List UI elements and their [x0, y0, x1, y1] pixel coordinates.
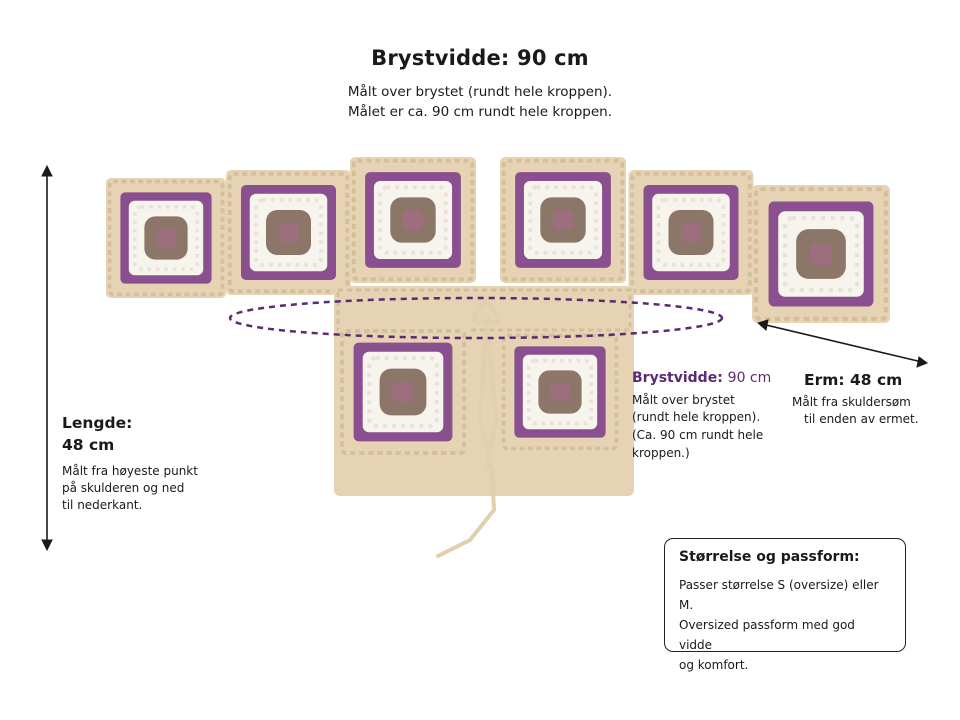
granny-square-front-right-top: [500, 157, 626, 283]
chest-desc-4: kroppen.): [632, 446, 690, 460]
subtitle-line-1: Målt over brystet (rundt hele kroppen).: [347, 84, 613, 100]
subtitle-line-2: Målet er ca. 90 cm rundt hele kroppen.: [348, 104, 612, 120]
granny-square-sleeve-left-outer: [104, 178, 228, 298]
size-line-3: og komfort.: [679, 658, 749, 672]
granny-square-front-right-bottom: [500, 332, 620, 452]
granny-square-sleeve-right-inner: [628, 170, 754, 295]
granny-square-sleeve-right-outer: [752, 185, 890, 323]
length-desc-3: til nederkant.: [62, 498, 143, 512]
chest-value: 90 cm: [727, 370, 772, 386]
size-info-box: Størrelse og passform: Passer størrelse …: [664, 538, 906, 672]
granny-square-front-left-bottom: [338, 327, 468, 457]
chest-heading: Brystvidde: 90 cm: [632, 370, 771, 387]
chest-desc-2: (rundt hele kroppen).: [632, 410, 761, 424]
granny-square-sleeve-left-inner: [226, 170, 351, 295]
chest-desc-3: (Ca. 90 cm rundt hele: [632, 428, 764, 442]
arm-label: Erm: 48 cm: [804, 371, 903, 389]
size-line-1: Passer størrelse S (oversize) eller M.: [679, 578, 879, 612]
arm-desc-2: til enden av ermet.: [804, 412, 919, 426]
chest-label: Brystvidde:: [632, 370, 723, 386]
length-label: Lengde:: [62, 414, 133, 432]
length-desc-1: Målt fra høyeste punkt: [62, 464, 198, 478]
granny-square-front-left-top: [350, 157, 476, 283]
diagonal-double-arrow-icon: [756, 319, 929, 368]
dashed-ellipse-icon: [228, 296, 724, 340]
size-line-2: Oversized passform med god vidde: [679, 618, 855, 652]
vertical-double-arrow-icon: [41, 164, 53, 552]
arm-desc-1: Målt fra skuldersøm: [792, 395, 911, 409]
length-value: 48 cm: [62, 436, 115, 454]
length-desc-2: på skulderen og ned: [62, 481, 185, 495]
chest-desc-1: Målt over brystet: [632, 393, 735, 407]
page-title: Brystvidde: 90 cm: [371, 46, 589, 70]
size-title: Størrelse og passform:: [679, 549, 860, 565]
